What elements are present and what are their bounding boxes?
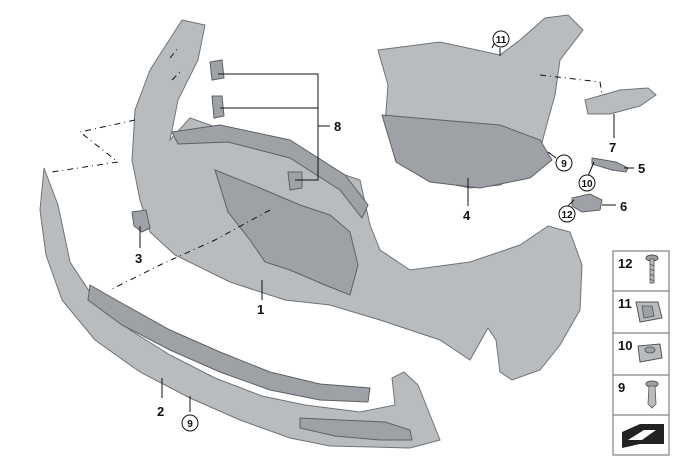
svg-text:9: 9 (187, 419, 193, 430)
callout-2: 2 (157, 404, 164, 419)
bolt-part-5 (591, 157, 629, 173)
bracket-right (287, 171, 303, 191)
clip-part-6 (571, 193, 603, 213)
holder-part-3 (131, 209, 151, 233)
svg-text:11: 11 (496, 35, 507, 46)
callout-3: 3 (135, 251, 142, 266)
plastic-nut-icon (637, 343, 663, 363)
legend-corner (612, 414, 670, 456)
svg-text:10: 10 (618, 338, 632, 353)
bracket-lower-shell (381, 114, 553, 189)
leader-8 (218, 73, 330, 181)
legend-item-10: 10 (612, 332, 670, 376)
legend-item-11: 11 (612, 290, 670, 334)
svg-text:12: 12 (618, 256, 632, 271)
expanding-rivet-icon (645, 380, 659, 409)
callout-6: 6 (620, 199, 627, 214)
lower-trim-grille (299, 417, 413, 441)
screw-icon (645, 254, 659, 284)
bumper-grille-opening (214, 169, 359, 296)
leader-9a (547, 151, 557, 159)
svg-text:9: 9 (618, 380, 625, 395)
callout-7: 7 (609, 140, 616, 155)
arrow-badge-icon (622, 424, 664, 448)
leader-10 (587, 161, 595, 177)
callout-11: 11 (492, 30, 510, 48)
callout-9-bracket: 9 (555, 154, 573, 172)
callout-5: 5 (638, 161, 645, 176)
callout-8: 8 (334, 119, 341, 134)
assembly-line-bracket (491, 35, 603, 96)
bracket-upper-left (209, 59, 225, 81)
headlight-bracket-part-7 (584, 87, 657, 115)
assembly-line-left (51, 119, 136, 173)
callout-1: 1 (257, 302, 264, 317)
callout-12: 12 (558, 205, 576, 223)
legend-item-9: 9 (612, 374, 670, 416)
callout-10: 10 (578, 174, 596, 192)
assembly-line-center (109, 209, 271, 291)
legend-item-12: 12 (612, 250, 670, 292)
leader-12 (567, 199, 575, 207)
lower-bumper-trim (39, 167, 441, 449)
svg-text:9: 9 (561, 159, 567, 170)
callout-4: 4 (463, 208, 471, 223)
clip-nut-icon (635, 301, 663, 323)
svg-text:11: 11 (618, 296, 632, 311)
bumper-upper-frame (171, 124, 369, 219)
bracket-middle-left (211, 95, 225, 119)
lower-trim-inner (87, 284, 371, 403)
svg-text:12: 12 (561, 210, 573, 221)
callout-9-lower: 9 (181, 414, 199, 432)
assembly-line-side (169, 47, 181, 81)
svg-text:10: 10 (581, 179, 593, 190)
